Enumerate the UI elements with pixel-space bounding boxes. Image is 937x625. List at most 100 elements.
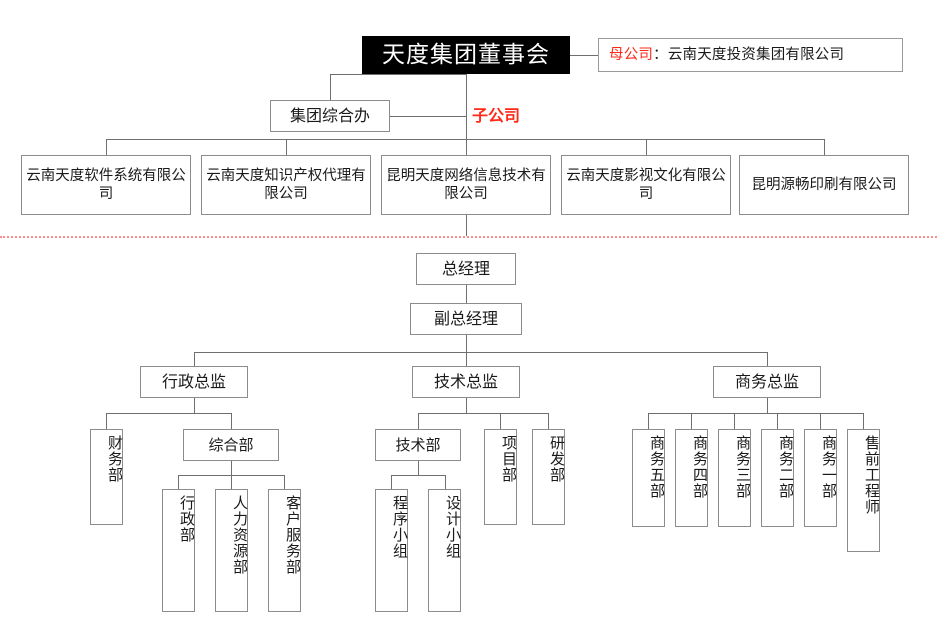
node-group-office[interactable]: 集团综合办: [270, 100, 390, 132]
connector-subsidiary-drop-5: [824, 139, 825, 155]
node-label: 商务四部: [691, 435, 709, 499]
connector-subsidiary-drop-4: [646, 139, 647, 155]
connector-business-drop-6: [863, 413, 864, 429]
node-finance-dept[interactable]: 财务部: [90, 429, 124, 525]
node-label: 行政总监: [161, 372, 226, 391]
node-label: 云南天度影视文化有限公司: [566, 167, 726, 202]
node-program-group[interactable]: 程序小组: [375, 489, 409, 612]
node-hr-dept[interactable]: 人力资源部: [215, 489, 249, 612]
connector-director-drop-tech: [466, 352, 467, 366]
connector-tech-drop-dept: [418, 413, 419, 429]
label-text: 子公司: [472, 106, 521, 125]
node-label: 天度集团董事会: [382, 41, 550, 68]
node-design-group[interactable]: 设计小组: [428, 489, 462, 612]
node-tech-dept[interactable]: 技术部: [375, 429, 461, 461]
node-label: 云南天度知识产权代理有限公司: [206, 167, 366, 202]
section-divider: [0, 236, 937, 238]
node-label: 综合部: [208, 435, 254, 454]
node-label: 人力资源部: [231, 495, 249, 575]
connector-tech-bus: [418, 413, 548, 414]
node-subsidiary[interactable]: 昆明源畅印刷有限公司: [739, 155, 909, 215]
connector-business-drop-4: [777, 413, 778, 429]
connector-ga-drop-2: [231, 475, 232, 489]
connector-business-trunk: [767, 398, 768, 413]
node-deputy-general-manager[interactable]: 副总经理: [410, 303, 522, 335]
connector-director-drop-business: [767, 352, 768, 366]
note-parent-company: 母公司：云南天度投资集团有限公司: [598, 38, 903, 72]
node-board-of-directors[interactable]: 天度集团董事会: [362, 36, 570, 74]
node-business-unit[interactable]: 商务四部: [675, 429, 709, 527]
node-label: 售前工程师: [863, 435, 881, 515]
node-general-manager[interactable]: 总经理: [416, 253, 516, 285]
node-label: 研发部: [548, 435, 566, 483]
node-presales-engineer[interactable]: 售前工程师: [847, 429, 881, 552]
node-label: 行政部: [178, 495, 196, 543]
connector-tech-dept-trunk: [418, 461, 419, 475]
connector-admin-trunk: [194, 398, 195, 413]
node-label: 云南天度软件系统有限公司: [26, 167, 186, 202]
connector-tech-drop-rd: [548, 413, 549, 429]
node-label: 程序小组: [391, 495, 409, 559]
node-rd-dept[interactable]: 研发部: [532, 429, 566, 525]
node-subsidiary[interactable]: 云南天度软件系统有限公司: [21, 155, 191, 215]
node-general-affairs-dept[interactable]: 综合部: [183, 429, 279, 461]
connector-business-drop-1: [648, 413, 649, 429]
node-admin-dept[interactable]: 行政部: [162, 489, 196, 612]
node-label: 财务部: [106, 435, 124, 483]
connector-subsidiary-bus: [106, 139, 824, 140]
node-label: 项目部: [500, 435, 518, 483]
connector-business-drop-2: [691, 413, 692, 429]
node-subsidiary[interactable]: 云南天度知识产权代理有限公司: [201, 155, 371, 215]
node-label: 集团综合办: [289, 106, 370, 125]
node-label: 昆明源畅印刷有限公司: [751, 176, 897, 193]
node-label: 商务一部: [820, 435, 838, 499]
node-business-unit[interactable]: 商务二部: [761, 429, 795, 527]
connector-tech-dept-bus: [391, 475, 445, 476]
connector-gm-to-dgm: [466, 285, 467, 303]
connector-dgm-trunk: [466, 335, 467, 352]
label-subsidiaries: 子公司: [472, 101, 582, 131]
connector-subsidiary-drop-2: [286, 139, 287, 155]
node-label: 商务总监: [734, 372, 799, 391]
node-label: 商务五部: [648, 435, 666, 499]
connector-tech-trunk: [466, 398, 467, 413]
connector-business-bus: [648, 413, 863, 414]
connector-director-bus: [194, 352, 767, 353]
node-customer-service-dept[interactable]: 客户服务部: [268, 489, 302, 612]
node-business-unit[interactable]: 商务三部: [718, 429, 752, 527]
node-business-unit[interactable]: 商务五部: [632, 429, 666, 527]
connector-admin-bus: [106, 413, 231, 414]
connector-admin-drop-general: [231, 413, 232, 429]
node-label: 设计小组: [444, 495, 462, 559]
node-subsidiary[interactable]: 昆明天度网络信息技术有限公司: [381, 155, 551, 215]
connector-ga-drop-3: [284, 475, 285, 489]
connector-subsidiary-drop-3: [466, 139, 467, 155]
connector-root-down-h: [330, 74, 466, 75]
connector-to-group-office: [330, 74, 331, 100]
connector-business-drop-3: [734, 413, 735, 429]
connector-general-affairs-trunk: [231, 461, 232, 475]
node-subsidiary[interactable]: 云南天度影视文化有限公司: [561, 155, 731, 215]
connector-subsidiary-drop-1: [106, 139, 107, 155]
node-label: 技术总监: [433, 372, 498, 391]
connector-director-drop-admin: [194, 352, 195, 366]
node-project-dept[interactable]: 项目部: [484, 429, 518, 525]
node-label: 商务二部: [777, 435, 795, 499]
connector-tech-drop-program: [391, 475, 392, 489]
node-label: 副总经理: [433, 309, 498, 328]
parent-company-name: 云南天度投资集团有限公司: [667, 46, 845, 63]
node-label: 技术部: [395, 435, 441, 454]
node-director-tech[interactable]: 技术总监: [412, 366, 520, 398]
connector-tech-drop-design: [445, 475, 446, 489]
connector-ga-drop-1: [178, 475, 179, 489]
node-director-admin[interactable]: 行政总监: [140, 366, 248, 398]
node-business-unit[interactable]: 商务一部: [804, 429, 838, 527]
node-director-business[interactable]: 商务总监: [713, 366, 821, 398]
connector-admin-drop-finance: [106, 413, 107, 429]
connector-business-drop-5: [820, 413, 821, 429]
parent-company-label: 母公司: [609, 46, 654, 63]
connector-root-to-parent-note: [570, 55, 598, 56]
node-label: 总经理: [441, 259, 490, 278]
parent-company-separator: ：: [653, 46, 668, 63]
